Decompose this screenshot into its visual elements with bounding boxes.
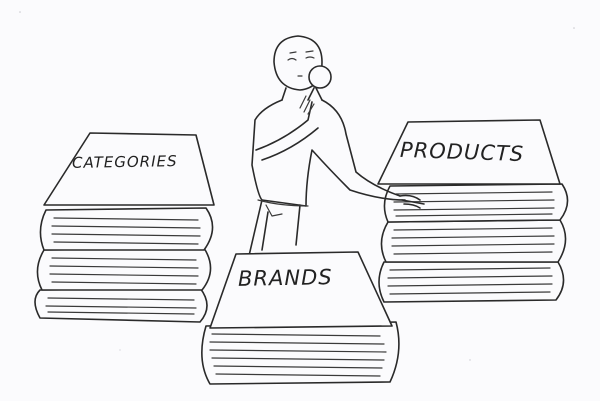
paper-texture (19, 11, 575, 361)
products-book-stack (377, 119, 569, 303)
brands-label: BRANDS (237, 265, 333, 291)
brands-book-stack (201, 251, 400, 385)
products-label: PRODUCTS (399, 137, 525, 167)
person-figure (247, 35, 425, 261)
categories-book-stack (34, 132, 215, 323)
categories-label: CATEGORIES (71, 152, 178, 172)
